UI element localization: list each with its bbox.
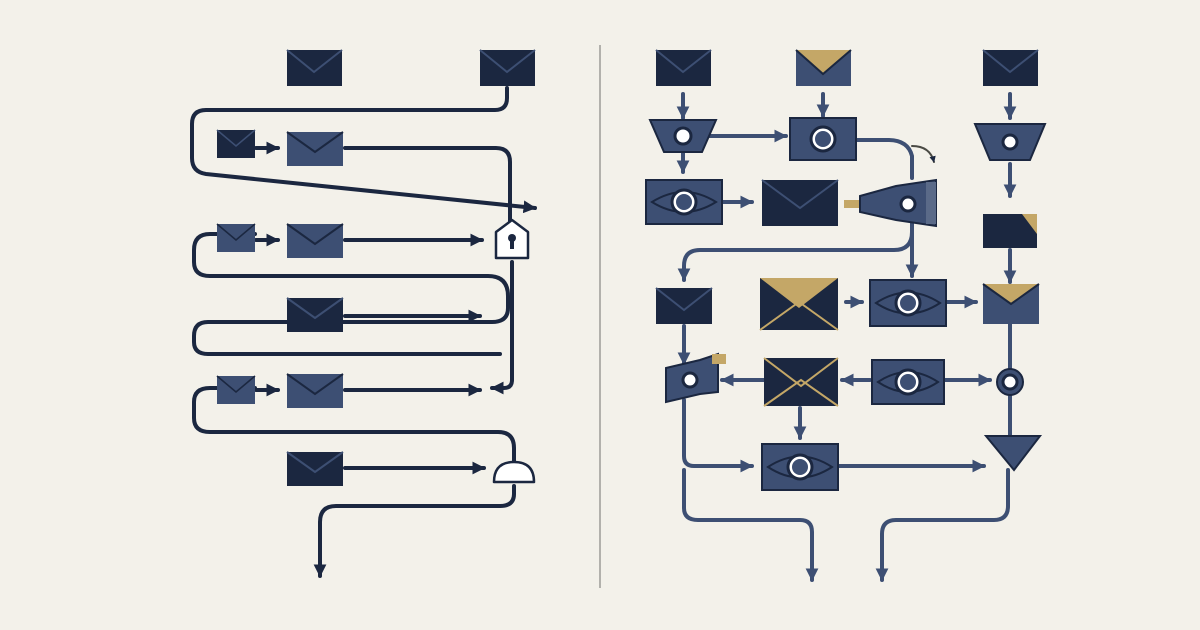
envelope-icon bbox=[761, 179, 839, 226]
envelope-icon bbox=[286, 131, 344, 166]
right-flow bbox=[676, 92, 1017, 582]
eye-gate-icon bbox=[665, 352, 726, 404]
eye-node-icon bbox=[996, 368, 1024, 396]
left-exit bbox=[313, 484, 516, 578]
eye-filter-icon bbox=[973, 123, 1047, 161]
eye-camera-icon bbox=[869, 279, 947, 327]
envelope-icon bbox=[286, 297, 344, 332]
envelope-icon bbox=[982, 283, 1040, 324]
eye-camera-icon bbox=[645, 179, 723, 225]
envelope-icon bbox=[216, 129, 256, 158]
eye-filter-icon bbox=[648, 119, 718, 153]
funnel-icon bbox=[983, 435, 1043, 472]
envelope-icon bbox=[983, 214, 1037, 248]
left-loop-row3 bbox=[192, 232, 510, 356]
lock-gate-icon bbox=[494, 218, 530, 260]
eye-camera-icon bbox=[761, 443, 839, 491]
eye-camera-icon bbox=[789, 117, 857, 161]
right-envelopes bbox=[655, 49, 1039, 86]
envelope-icon bbox=[479, 49, 536, 86]
envelope-icon bbox=[286, 451, 344, 486]
envelope-icon bbox=[286, 373, 344, 408]
envelope-icon bbox=[655, 49, 712, 86]
left-connector-row3 bbox=[490, 260, 514, 395]
left-loop-top bbox=[190, 86, 537, 214]
eye-camera-icon bbox=[871, 359, 945, 405]
envelope-icon bbox=[759, 278, 839, 331]
left-loop-row5 bbox=[192, 386, 516, 464]
envelope-icon bbox=[216, 375, 256, 404]
left-flow bbox=[190, 86, 537, 578]
envelope-icon bbox=[216, 223, 256, 252]
envelope-icon bbox=[795, 49, 852, 86]
dome-gate-icon bbox=[492, 460, 536, 484]
eye-gate-icon bbox=[844, 178, 937, 228]
left-envelopes bbox=[216, 49, 536, 486]
envelope-icon bbox=[763, 357, 839, 407]
envelope-icon bbox=[286, 223, 344, 258]
envelope-icon bbox=[286, 49, 343, 86]
envelope-icon bbox=[655, 287, 713, 324]
left-connector-row2 bbox=[343, 146, 512, 224]
envelope-icon bbox=[982, 49, 1039, 86]
